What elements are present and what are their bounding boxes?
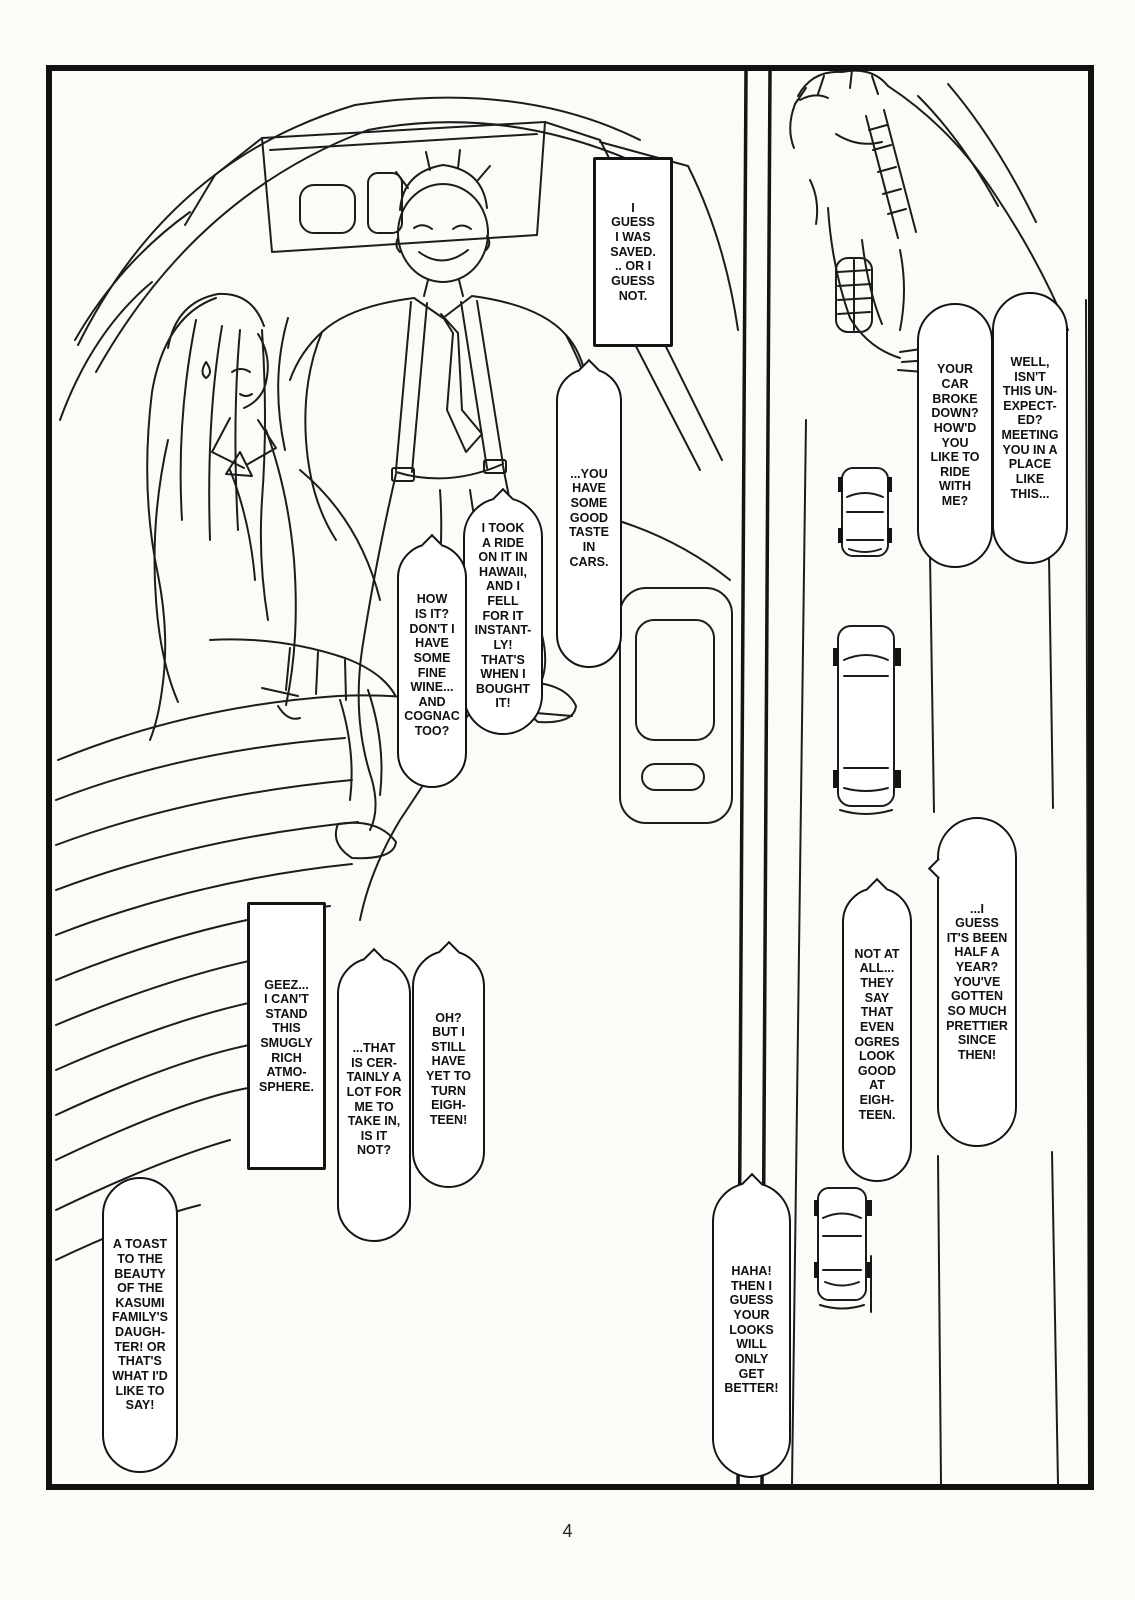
speech-bubble-toast: A TOAST TO THE BEAUTY OF THE KASUMI FAMI… (102, 1177, 178, 1473)
speech-bubble-certainly: ...THAT IS CER- TAINLY A LOT FOR ME TO T… (337, 957, 411, 1242)
speech-bubble-taste: ...YOU HAVE SOME GOOD TASTE IN CARS. (556, 368, 622, 668)
caption-box-saved: I GUESS I WAS SAVED. .. OR I GUESS NOT. (593, 157, 673, 347)
speech-bubble-ogres: NOT AT ALL... THEY SAY THAT EVEN OGRES L… (842, 887, 912, 1182)
speech-bubble-eighteen: OH? BUT I STILL HAVE YET TO TURN EIGH- T… (412, 950, 485, 1188)
speech-bubble-your-car: YOUR CAR BROKE DOWN? HOW'D YOU LIKE TO R… (917, 303, 993, 568)
page-number: 4 (562, 1521, 573, 1541)
speech-bubble-wine: HOW IS IT? DON'T I HAVE SOME FINE WINE..… (397, 543, 467, 788)
speech-bubble-half-year: ...I GUESS IT'S BEEN HALF A YEAR? YOU'VE… (937, 817, 1017, 1147)
caption-box-geez: GEEZ... I CAN'T STAND THIS SMUGLY RICH A… (247, 902, 326, 1170)
speech-bubble-hawaii: I TOOK A RIDE ON IT IN HAWAII, AND I FEL… (463, 497, 543, 735)
speech-bubble-unexpected: WELL, ISN'T THIS UN- EXPECT- ED? MEETING… (992, 292, 1068, 564)
speech-bubble-haha: HAHA! THEN I GUESS YOUR LOOKS WILL ONLY … (712, 1182, 791, 1478)
